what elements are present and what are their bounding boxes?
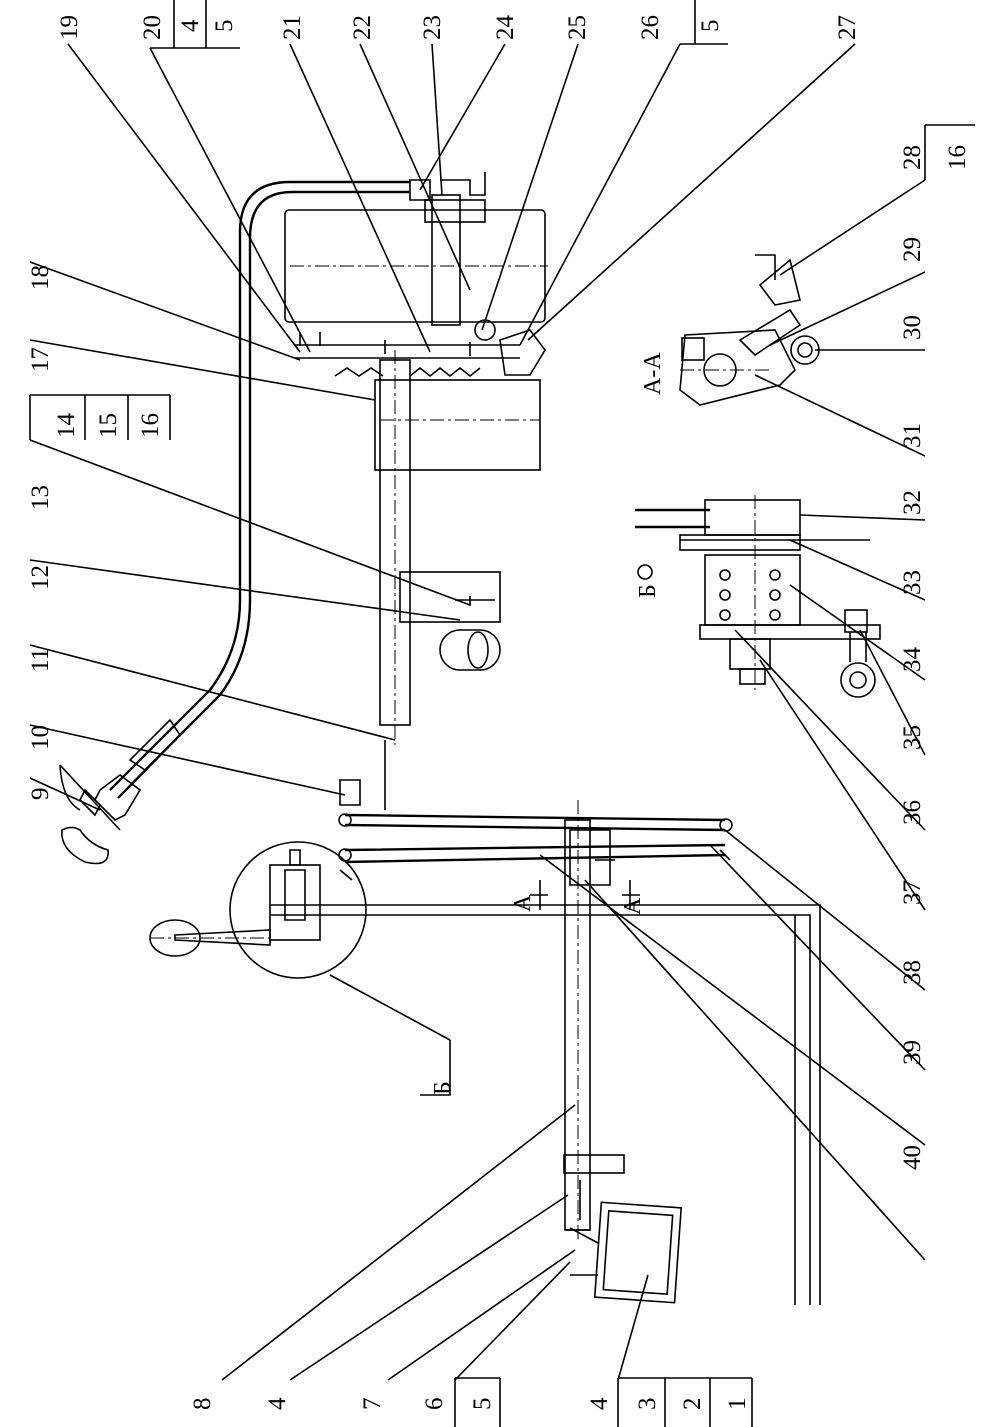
- callout-5-top-b: 5: [697, 20, 724, 33]
- callout-21: 21: [279, 15, 306, 40]
- callout-19: 19: [56, 15, 83, 40]
- callout-32: 32: [899, 490, 926, 515]
- callout-31: 31: [899, 423, 926, 448]
- cut-mark-a2: А: [620, 897, 646, 915]
- callout-40: 40: [899, 1145, 926, 1170]
- view-b-label: Б: [430, 1081, 456, 1095]
- callout-4-top: 4: [177, 19, 204, 32]
- assembly: А А: [59, 172, 821, 1305]
- callout-33: 33: [899, 570, 926, 595]
- callout-2: 2: [679, 1398, 706, 1411]
- section-aa-label: А-А: [640, 352, 666, 395]
- callout-15: 15: [95, 413, 122, 438]
- callout-35: 35: [899, 725, 926, 750]
- cut-mark-a1: А: [510, 894, 536, 912]
- bottom-leaders: [221, 1040, 649, 1381]
- callout-6: 6: [421, 1398, 448, 1411]
- view-b-detail-label: Б: [635, 584, 661, 598]
- callout-29: 29: [899, 237, 926, 262]
- callout-4-bottom: 4: [264, 1397, 291, 1410]
- callout-26: 26: [637, 15, 664, 40]
- callout-27: 27: [834, 15, 861, 40]
- callout-8: 8: [189, 1398, 216, 1411]
- callout-24: 24: [492, 15, 519, 41]
- callout-25: 25: [564, 15, 591, 40]
- view-b-labels: Б: [329, 974, 456, 1095]
- callout-16-right: 16: [944, 145, 971, 170]
- callout-5-top: 5: [211, 20, 238, 33]
- callout-1: 1: [724, 1398, 751, 1411]
- callout-13: 13: [27, 485, 54, 510]
- callout-23: 23: [419, 15, 446, 40]
- bottom-callouts: 8 4 7 6 5 4 3 2 1: [189, 1377, 753, 1427]
- callout-9: 9: [27, 788, 54, 801]
- section-aa: А-А: [640, 254, 820, 406]
- callout-12: 12: [27, 565, 54, 590]
- callout-17: 17: [27, 347, 54, 372]
- callout-39: 39: [899, 1040, 926, 1065]
- view-b-detail: Б: [635, 495, 881, 698]
- top-leaders: [67, 43, 856, 353]
- callout-14: 14: [53, 413, 80, 439]
- callout-7: 7: [359, 1398, 386, 1411]
- callout-4-bottom-b: 4: [586, 1397, 613, 1410]
- left-callouts: 18 17 14 15 16 13 12 11 10 9: [27, 265, 171, 801]
- callout-30: 30: [899, 315, 926, 340]
- callout-3: 3: [634, 1398, 661, 1411]
- callout-5-bottom: 5: [469, 1398, 496, 1411]
- callout-34: 34: [899, 647, 926, 673]
- top-callouts: 19 20 4 5 21 22 23 24 25 26 5 27: [56, 0, 861, 49]
- callout-20: 20: [139, 15, 166, 40]
- callout-36: 36: [899, 800, 926, 825]
- callout-28: 28: [899, 145, 926, 170]
- right-callouts: 28 16 29 30 31 32 33 34 35 36 37 38 39 4…: [899, 124, 975, 1170]
- callout-11: 11: [27, 648, 54, 672]
- callout-22: 22: [349, 15, 376, 40]
- callout-16-left: 16: [137, 413, 164, 438]
- right-leaders: [539, 179, 926, 1261]
